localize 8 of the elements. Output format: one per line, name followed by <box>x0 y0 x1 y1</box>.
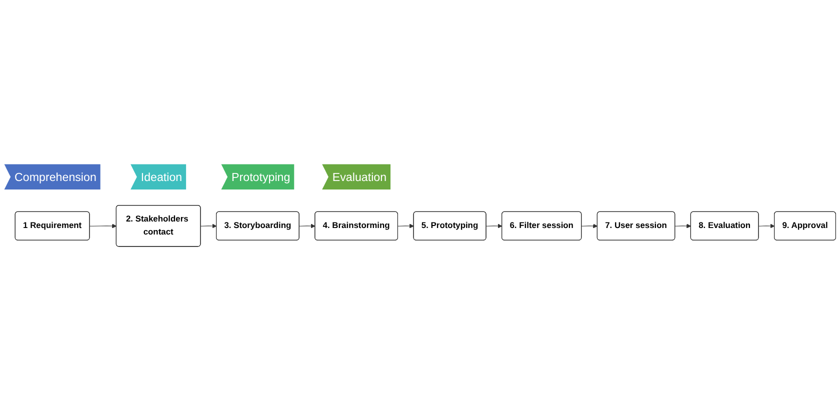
arrow <box>299 223 316 228</box>
arrow <box>581 223 598 228</box>
arrow <box>674 223 692 228</box>
arrow <box>758 223 775 228</box>
arrow <box>90 223 117 228</box>
arrow <box>200 223 217 228</box>
arrow <box>398 223 414 228</box>
arrow <box>486 223 502 228</box>
